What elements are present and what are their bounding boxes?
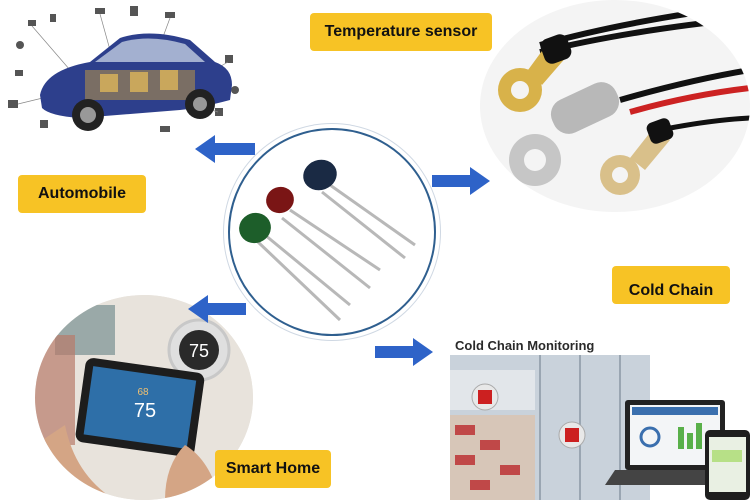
arrow-to-temperature-sensor <box>432 167 490 195</box>
tablet-small-reading: 68 <box>137 387 149 398</box>
automobile-image <box>8 6 239 132</box>
arrow-to-automobile <box>195 135 255 163</box>
automobile-label: Automobile <box>18 175 146 213</box>
tablet-reading: 75 <box>134 400 156 422</box>
cold-chain-image <box>450 355 750 500</box>
thermostat-reading: 75 <box>189 341 209 361</box>
cold-chain-monitoring-title: Cold Chain Monitoring <box>455 338 595 353</box>
temperature-sensor-label: Temperature sensor <box>310 13 492 51</box>
temperature-sensor-image <box>480 0 750 212</box>
smart-home-label: Smart Home <box>215 450 331 488</box>
arrow-to-smart-home <box>188 295 246 323</box>
thermistor-center-image <box>228 128 436 336</box>
cold-chain-label: Cold Chain <box>612 266 730 304</box>
arrow-to-cold-chain <box>375 338 433 366</box>
